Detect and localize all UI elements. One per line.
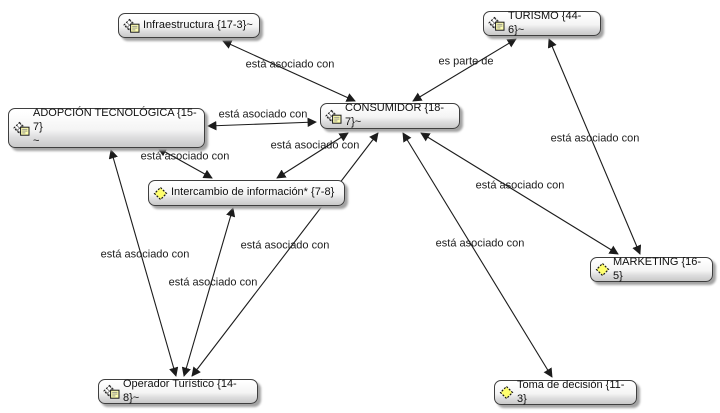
node-label: Toma de decisión {11-3} [517,378,625,405]
node-infraestructura[interactable]: Infraestructura {17-3}~ [118,13,260,38]
node-marketing[interactable]: MARKETING {16-5} [590,255,713,282]
edge-label-adopcion-tecnologica--consumidor[interactable]: está asociado con [218,108,308,121]
node-label: ADOPCIÓN TECNOLÓGICA {15-7} ~ [33,107,197,147]
edge-consumidor--turismo[interactable] [412,38,517,102]
code-icon [595,262,610,277]
node-operador-turistico[interactable]: Operador Turístico {14-8}~ [98,377,258,404]
code-comment-icon [13,121,30,136]
edge-adopcion-tecnologica--operador-turistico[interactable] [108,149,179,377]
edge-label-infraestructura--consumidor[interactable]: está asociado con [245,58,335,71]
edge-label-adopcion-tecnologica--operador-turistico[interactable]: está asociado con [100,248,190,261]
node-label: MARKETING {16-5} [613,255,702,282]
edge-infraestructura--consumidor[interactable] [222,40,356,102]
node-toma-de-decision[interactable]: Toma de decisión {11-3} [494,378,637,405]
code-icon [499,385,514,400]
node-label: Operador Turístico {14-8}~ [123,377,237,404]
edge-label-adopcion-tecnologica--intercambio-de-informacion[interactable]: está asociado con [140,150,230,163]
edge-label-consumidor--operador-turistico[interactable]: está asociado con [240,239,330,252]
code-comment-icon [123,18,140,33]
node-adopcion-tecnologica[interactable]: ADOPCIÓN TECNOLÓGICA {15-7} ~ [8,107,205,148]
edge-consumidor--marketing[interactable] [420,132,619,255]
edge-label-consumidor--toma-de-decision[interactable]: está asociado con [435,237,525,250]
node-label: TURISMO {44-6}~ [508,9,582,36]
code-comment-icon [325,109,342,124]
code-comment-icon [488,16,505,31]
edge-consumidor--toma-de-decision[interactable] [402,132,553,378]
node-label: Infraestructura {17-3}~ [143,18,253,31]
node-intercambio-de-informacion[interactable]: Intercambio de información* {7-8} [148,180,345,206]
node-turismo[interactable]: TURISMO {44-6}~ [483,9,601,36]
edge-label-turismo--marketing[interactable]: está asociado con [550,132,640,145]
edge-intercambio-de-informacion--operador-turistico[interactable] [181,207,236,377]
edge-adopcion-tecnologica--consumidor[interactable] [207,117,317,131]
code-icon [153,186,168,201]
edge-label-intercambio-de-informacion--operador-turistico[interactable]: está asociado con [168,276,258,289]
node-label: Intercambio de información* {7-8} [171,186,335,199]
edge-label-consumidor--marketing[interactable]: está asociado con [475,179,565,192]
edge-turismo--marketing[interactable] [547,38,642,255]
node-consumidor[interactable]: CONSUMIDOR {18-7}~ [320,102,460,129]
edge-label-intercambio-de-informacion--consumidor[interactable]: está asociado con [270,139,360,152]
node-label: CONSUMIDOR {18-7}~ [345,102,445,128]
edge-label-consumidor--turismo[interactable]: es parte de [438,55,494,68]
code-comment-icon [103,384,120,399]
